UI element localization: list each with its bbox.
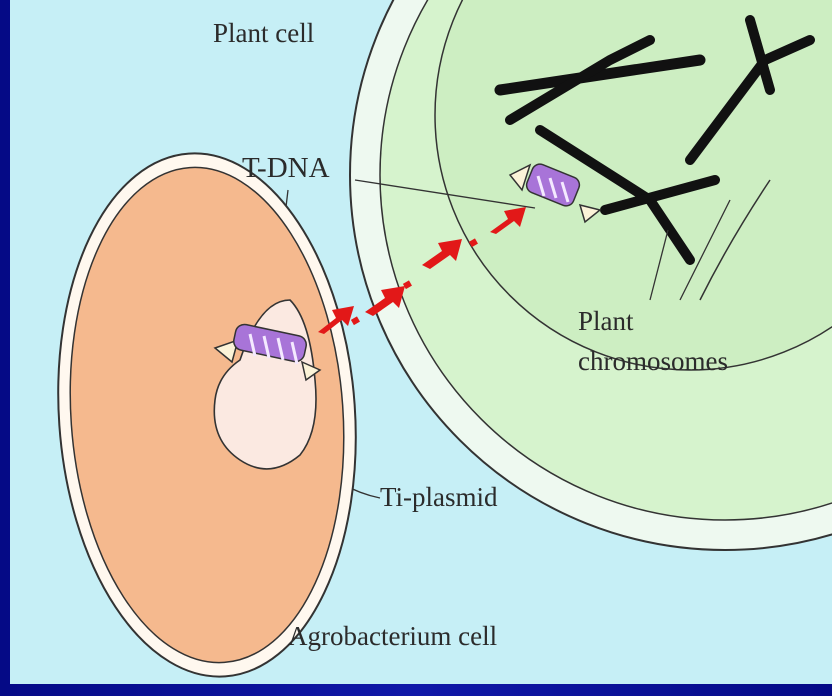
label-agrobacterium-cell: Agrobacterium cell [288, 621, 497, 651]
diagram-panel: Plant cell T-DNA Plant chromosomes Ti-pl… [10, 0, 832, 684]
agrobacterium-transformation-diagram: Plant cell T-DNA Plant chromosomes Ti-pl… [10, 0, 832, 684]
label-plant: Plant [578, 306, 634, 336]
label-chromosomes: chromosomes [578, 346, 728, 376]
label-ti-plasmid: Ti-plasmid [380, 482, 498, 512]
label-plant-cell: Plant cell [213, 18, 314, 48]
arrow-dot-1 [351, 316, 360, 325]
label-t-dna: T-DNA [242, 152, 330, 184]
